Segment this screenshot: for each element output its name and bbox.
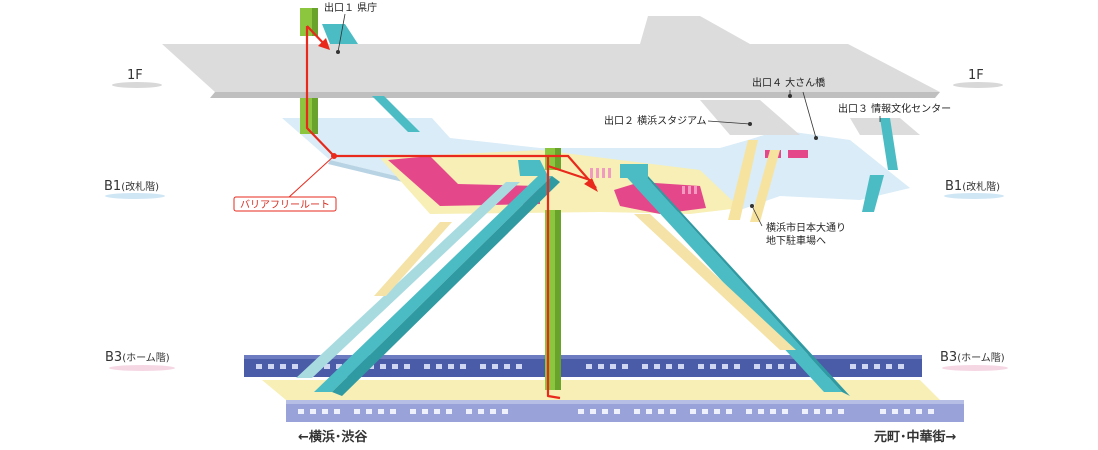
level-marker-1f-left [112, 82, 162, 88]
barrier-free-route-branch [548, 154, 597, 189]
direction-left: ←横浜･渋谷 [298, 429, 368, 445]
level-label-b3-left: B3(ホーム階) [105, 350, 170, 365]
gate-stripes [590, 168, 697, 194]
escalator-right [620, 170, 850, 396]
stairs-b1-exit2 [728, 140, 758, 220]
level-marker-b3-right [942, 365, 1008, 371]
parking-label-line1: 横浜市日本大通り [766, 221, 846, 234]
exit2-label: 出口２ 横浜スタジアム [604, 114, 706, 127]
level-label-1f-left: 1F [127, 68, 143, 83]
level-label-b1-right: B1(改札階) [945, 179, 1000, 194]
level-label-b3-right: B3(ホーム階) [940, 350, 1005, 365]
stairs-b1-parking [750, 150, 780, 222]
floor-1f [162, 16, 940, 92]
ticket-gate-small-2 [788, 150, 808, 158]
route-arrow-b1 [584, 178, 598, 192]
exit3-label: 出口３ 情報文化センター [838, 102, 951, 115]
exit1-structure [322, 24, 358, 44]
stairs-b1-b3 [374, 214, 796, 350]
level-marker-b1-left [105, 193, 165, 199]
route-arrow-exit1 [318, 38, 330, 50]
direction-right: 元町･中華街→ [874, 429, 957, 445]
level-label-b1-left: B1(改札階) [104, 179, 159, 194]
level-marker-b3-left [109, 365, 175, 371]
level-marker-1f-right [953, 82, 1003, 88]
escalator-1f-exit1 [372, 96, 420, 132]
parking-label-line2: 地下駐車場へ [766, 234, 826, 247]
level-marker-b1-right [944, 193, 1004, 199]
escalator-left [296, 176, 560, 396]
barrier-free-label-box [233, 196, 337, 212]
exit4-label: 出口４ 大さん橋 [752, 76, 825, 89]
barrier-free-route [305, 26, 561, 400]
escalator-b1-center [518, 160, 648, 178]
train-front [286, 400, 964, 422]
barrier-free-label: バリアフリールート [240, 199, 330, 211]
floor-1f-exit4-deck [700, 100, 800, 135]
escalator-1f-exit3 [862, 118, 898, 212]
exit1-label: 出口１ 県庁 [324, 1, 377, 14]
level-label-1f-right: 1F [968, 68, 984, 83]
platform-b3 [262, 380, 940, 400]
